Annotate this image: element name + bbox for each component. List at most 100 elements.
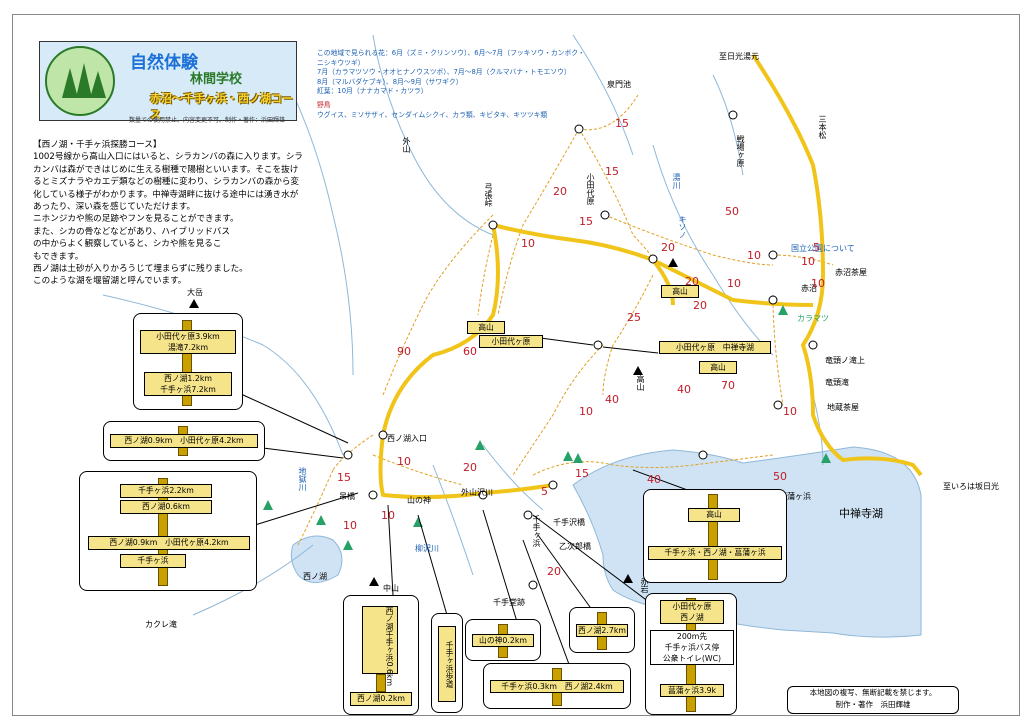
copyright-line: 制作・著作 浜田輝雄: [835, 700, 911, 709]
distance-label: 15: [337, 471, 351, 484]
signpost-panel: 小田代ヶ原 西ノ湖 200m先 千手ヶ浜バス停 公衆トイレ(WC) 菖蒲ヶ浜3.…: [645, 593, 737, 715]
label-ryuzu-chaya: 竜頭滝: [825, 378, 849, 387]
sign-board: 千手ヶ浜2.2km: [120, 484, 212, 498]
label-karamatsu: カラマツ: [797, 314, 829, 323]
signpost-panel: 西ノ湖2.7km: [569, 607, 635, 653]
sign-board: 小田代ヶ原3.9km 湯滝7.2km: [140, 330, 236, 354]
desc-line: るとミズナラやカエデ類などの樹種に変わり、シラカンバの森から変: [33, 177, 300, 188]
distance-label: 10: [783, 405, 797, 418]
distance-label: 70: [721, 379, 735, 392]
distance-label: 20: [553, 185, 567, 198]
desc-line: もできます。: [33, 251, 84, 262]
sign-board: 高山: [699, 361, 737, 374]
sign-text: 千手ヶ浜バス停: [664, 643, 720, 652]
flora-line: この地域で見られる花：6月（ズミ・クリンソウ）、6月～7月（フッキソウ・カンボク…: [317, 49, 585, 57]
label-senju-kawa-bashi: 千手沢橋: [553, 518, 585, 527]
distance-label: 20: [693, 299, 707, 312]
flora-line: ニシキウツギ）: [317, 58, 365, 67]
sign-board: 西ノ湖2.7km: [576, 624, 628, 637]
distance-label: 50: [725, 205, 739, 218]
label-jigoku-kawa: 地獄川: [298, 467, 307, 491]
sign-text: 小田代ヶ原3.9km: [156, 332, 220, 341]
desc-line: また、シカの骨などなどがあり、ハイブリッドバス: [33, 226, 230, 237]
logo-banner: 自然体験 林間学校 赤沼～千手ヶ浜・西ノ湖コース: [39, 41, 297, 121]
sign-board: 千手ヶ浜歩道: [438, 626, 456, 702]
sign-board: 西ノ湖0.9km 小田代ヶ原4.2km: [110, 434, 258, 448]
distance-label: 10: [579, 405, 593, 418]
lake-nishinoko: [290, 535, 343, 583]
distance-label: 5: [541, 485, 548, 498]
distance-label: 10: [801, 255, 815, 268]
sign-text: 小田代ヶ原4.2km: [180, 436, 244, 445]
sign-text: 小田代ヶ原: [676, 343, 715, 352]
label-ryuzu-taki: 竜頭ノ滝上: [825, 356, 865, 365]
logo-background: 自然体験 林間学校 赤沼～千手ヶ浜・西ノ湖コース: [40, 42, 296, 121]
label-takayama-peak: 高山: [636, 375, 645, 391]
sign-text: 小田代ヶ原: [672, 602, 712, 611]
label-kakuregata: カクレ滝: [145, 620, 177, 629]
distance-label: 10: [727, 277, 741, 290]
tree-markers: [263, 305, 831, 550]
sign-board: 山の神0.2km: [472, 634, 534, 647]
signpost-panel: 千手ヶ浜歩道: [431, 613, 463, 713]
label-shobu-ishi: 赤岩: [640, 577, 649, 593]
sign-board: 西ノ湖0.9km 小田代ヶ原4.2km: [88, 536, 250, 550]
distance-label: 20: [547, 565, 561, 578]
signpost-pole: [182, 320, 192, 406]
sign-text: 小田代ヶ原4.2km: [165, 538, 229, 547]
sign-text: 西ノ湖0.9km: [124, 436, 173, 445]
sign-text: 千手ヶ浜7.2km: [160, 385, 216, 394]
label-sanbonmatsu: 三本松: [818, 115, 827, 139]
logo-title-1: 自然体験: [130, 53, 198, 73]
desc-line: の中からよく観察していると、シカや熊を見るこ: [33, 239, 222, 250]
sign-text: 西ノ湖: [680, 613, 704, 622]
sign-board: 西ノ湖1.2km 千手ヶ浜7.2km: [144, 372, 232, 396]
distance-label: 15: [575, 467, 589, 480]
signpost-panel: 山の神0.2km: [465, 619, 541, 661]
sign-text: 公衆トイレ(WC): [662, 654, 722, 663]
distance-label: 50: [773, 470, 787, 483]
sign-text: 西ノ湖: [385, 607, 394, 631]
distance-label: 15: [579, 215, 593, 228]
sign-board: 高山: [467, 321, 505, 334]
sign-text: 0.6km: [385, 661, 394, 687]
flora-line: 8月（マルバダケブキ）、8月～9月（サワギク）: [317, 77, 463, 86]
usage-note: 数量での使用禁止。内容変更不可。制作・著作：浜田輝雄: [129, 117, 286, 124]
map-frame: 自然体験 林間学校 赤沼～千手ヶ浜・西ノ湖コース 数量での使用禁止。内容変更不可…: [12, 14, 1020, 716]
desc-line: ニホンジカや熊の足跡やフンを見ることができます。: [33, 214, 239, 225]
distance-label: 20: [463, 461, 477, 474]
label-to-iroha: 至いろは坂日光: [943, 482, 999, 491]
distance-label: 10: [343, 519, 357, 532]
sign-text: 千手ヶ浜: [385, 630, 394, 662]
distance-label: 10: [381, 509, 395, 522]
label-senjogahara: 戦場ヶ原: [736, 135, 745, 167]
logo-emblem-icon: [45, 46, 115, 116]
logo-title-2: 林間学校: [190, 72, 243, 87]
label-sotoyama-sawa: 外山沢川: [461, 488, 493, 497]
desc-line: カンバは森ができはじめに生える樹種で陽樹といいます。そこを抜け: [33, 164, 299, 175]
signpost-panel: 小田代ヶ原3.9km 湯滝7.2km 西ノ湖1.2km 千手ヶ浜7.2km: [133, 313, 243, 410]
signpost-panel: 千手ヶ浜2.2km 西ノ湖0.6km 西ノ湖0.9km 小田代ヶ原4.2km 千…: [79, 471, 257, 591]
label-akanuma-chaya: 赤沼茶屋: [835, 268, 867, 277]
label-otsujibashi: 乙次郎橋: [559, 542, 591, 551]
sign-text: 湯滝7.2km: [167, 343, 209, 352]
distance-label: 10: [811, 277, 825, 290]
sign-board: 小田代ヶ原 中禅寺湖: [659, 341, 771, 354]
label-nikko-yumoto: 至日光湯元: [719, 52, 759, 61]
sign-text: 千手ヶ浜0.3km: [501, 682, 557, 691]
signpost-pole: [158, 478, 168, 586]
sign-board: 千手ヶ浜: [120, 554, 186, 568]
label-nishinoko: 西ノ湖: [303, 572, 327, 581]
desc-line: 1002号線から高山入口にはいると、シラカンバの森に入ります。シラ: [33, 152, 303, 163]
sign-text: 西ノ湖2.4km: [564, 682, 613, 691]
sign-board: 西ノ湖0.6km: [120, 500, 212, 514]
label-jizo-chaya: 地蔵茶屋: [827, 403, 859, 412]
course-description: 【西ノ湖・千手ヶ浜探勝コース】 1002号線から高山入口にはいると、シラカンバの…: [33, 139, 323, 288]
flora-line: 7月（カラマツソウ・オオヒナノウスツボ）、7月～8月（クルマバナ・トモエソウ）: [317, 68, 571, 77]
label-yanagisawa: 柳沢川: [415, 544, 439, 553]
signpost-pole: [376, 674, 386, 692]
distance-label: 60: [463, 345, 477, 358]
sign-text: 西ノ湖1.2km: [164, 374, 212, 383]
label-senju-do: 千手堂跡: [493, 598, 525, 607]
sign-board: 西ノ湖千手ヶ浜0.6km: [362, 606, 398, 686]
